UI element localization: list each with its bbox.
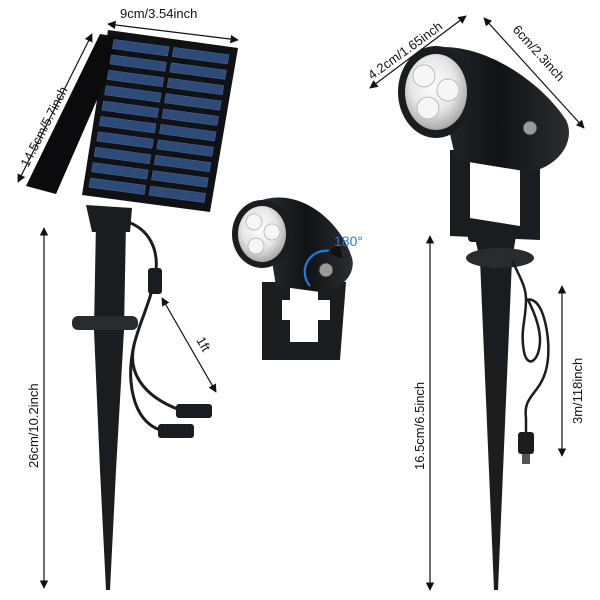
solar-cable: [127, 220, 207, 414]
solar-cell: [148, 185, 206, 203]
solar-cell: [106, 69, 165, 88]
panel-width-dimension: 9cm/3.54inch: [107, 6, 239, 44]
solar-cell: [164, 93, 222, 111]
solar-cell: [101, 100, 159, 118]
panel-bracket: [86, 205, 132, 232]
solar-cell: [161, 108, 219, 126]
spot-led-1: [412, 64, 436, 88]
spotlight-pivot: [522, 120, 538, 136]
panel-width-label: 9cm/3.54inch: [120, 6, 197, 21]
light-height-label: 16.5cm/6.5inch: [412, 382, 427, 470]
middle-bracket: [262, 282, 346, 360]
solar-cell: [112, 39, 170, 57]
spotlight-plug: [518, 432, 534, 454]
cable-splitter: [148, 268, 162, 294]
cable-split-dimension: 1ft: [161, 297, 217, 393]
solar-cell: [99, 116, 157, 134]
solar-cell: [93, 146, 152, 165]
solar-cell: [169, 62, 227, 80]
cable-length-label: 3m/118inch: [570, 358, 585, 424]
middle-led-3: [247, 237, 265, 255]
rotating-light: 180°: [232, 197, 363, 360]
spotlight-ground-stake: [474, 234, 516, 590]
connector-a: [176, 404, 212, 418]
light-height-dimension: 16.5cm/6.5inch: [412, 235, 435, 591]
spotlight-assembly: [398, 46, 569, 590]
solar-cells: [88, 39, 230, 203]
solar-cell: [153, 154, 212, 173]
solar-cell: [151, 170, 209, 188]
middle-led-2: [263, 223, 281, 241]
solar-cell: [156, 139, 214, 157]
solar-cell: [159, 124, 217, 142]
solar-panel: [26, 30, 238, 212]
spotlight-cable: [510, 259, 550, 436]
spotlight-collar: [466, 248, 534, 268]
solar-cell: [88, 177, 146, 195]
rotation-label: 180°: [334, 233, 363, 249]
solar-stake-label: 26cm/10.2inch: [26, 383, 41, 468]
rotation-knob: [318, 262, 334, 278]
solar-stake-dimension: 26cm/10.2inch: [26, 227, 49, 589]
solar-cell: [96, 131, 154, 149]
solar-cell: [172, 47, 230, 65]
spot-led-3: [416, 96, 440, 120]
solar-cell: [109, 54, 167, 72]
solar-cell: [104, 85, 162, 103]
stake-collar: [72, 316, 138, 330]
spot-led-2: [436, 78, 460, 102]
cable-split-label: 1ft: [193, 334, 213, 354]
solar-cell: [166, 77, 225, 96]
middle-led-1: [245, 213, 263, 231]
solar-cable-branch: [129, 344, 179, 434]
rotation-arrow-icon: [303, 242, 344, 287]
connector-b: [158, 424, 194, 438]
cable-length-dimension: 3m/118inch: [557, 285, 585, 457]
solar-ground-stake: [94, 222, 126, 590]
